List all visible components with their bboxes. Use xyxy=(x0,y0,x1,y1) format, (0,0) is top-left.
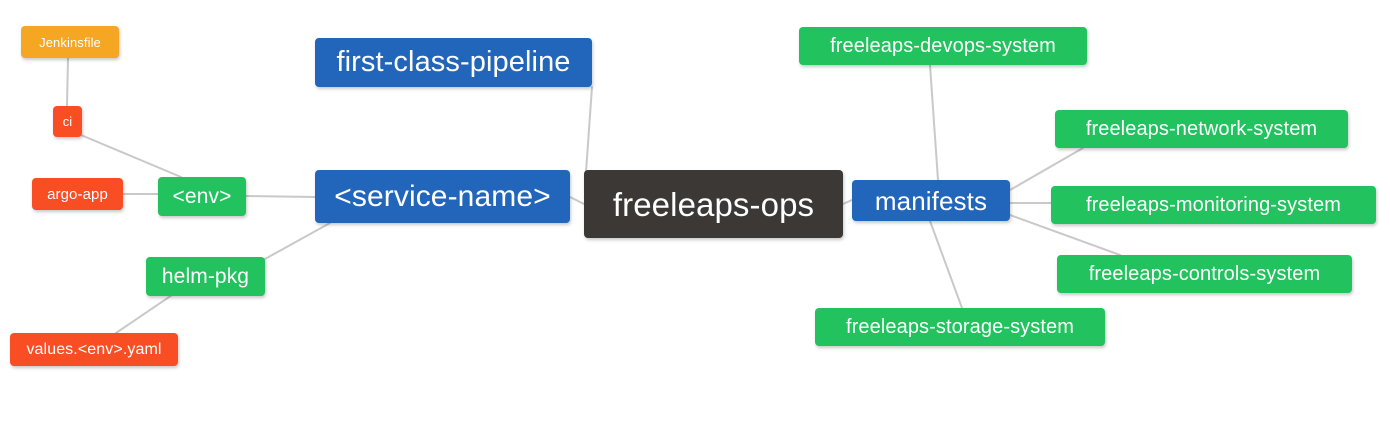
edge-env-to-ci xyxy=(80,134,182,178)
node-network-system[interactable]: freeleaps-network-system xyxy=(1055,110,1348,148)
node-ci[interactable]: ci xyxy=(53,106,82,137)
node-label: <env> xyxy=(172,185,232,208)
node-label: first-class-pipeline xyxy=(336,46,571,78)
node-label: <service-name> xyxy=(334,179,551,213)
edge-service-name-to-env xyxy=(245,195,316,198)
node-controls-system[interactable]: freeleaps-controls-system xyxy=(1057,255,1352,293)
node-label: argo-app xyxy=(47,185,108,203)
node-label: freeleaps-ops xyxy=(612,185,815,223)
node-label: freeleaps-monitoring-system xyxy=(1085,194,1341,216)
node-label: freeleaps-controls-system xyxy=(1088,263,1321,285)
node-service-name[interactable]: <service-name> xyxy=(315,170,570,223)
node-label: freeleaps-devops-system xyxy=(830,35,1056,57)
node-label: ci xyxy=(62,114,73,129)
edge-freeleaps-ops-to-first-class-pipeline xyxy=(585,86,593,173)
node-label: freeleaps-storage-system xyxy=(845,316,1075,338)
node-label: freeleaps-network-system xyxy=(1085,118,1318,140)
node-manifests[interactable]: manifests xyxy=(852,180,1010,221)
node-jenkinsfile[interactable]: Jenkinsfile xyxy=(21,26,119,58)
node-values-yaml[interactable]: values.<env>.yaml xyxy=(10,333,178,366)
node-freeleaps-ops[interactable]: freeleaps-ops xyxy=(584,170,843,238)
node-monitoring-system[interactable]: freeleaps-monitoring-system xyxy=(1051,186,1376,224)
edge-freeleaps-ops-to-service-name xyxy=(569,196,585,205)
node-env[interactable]: <env> xyxy=(158,177,246,216)
edge-helm-pkg-to-values-yaml xyxy=(115,294,173,334)
node-first-class-pipeline[interactable]: first-class-pipeline xyxy=(315,38,592,87)
node-devops-system[interactable]: freeleaps-devops-system xyxy=(799,27,1087,65)
node-storage-system[interactable]: freeleaps-storage-system xyxy=(815,308,1105,346)
node-label: values.<env>.yaml xyxy=(26,340,162,358)
edge-manifests-to-storage-system xyxy=(929,220,963,309)
node-label: helm-pkg xyxy=(161,265,250,288)
node-helm-pkg[interactable]: helm-pkg xyxy=(146,257,265,296)
node-argo-app[interactable]: argo-app xyxy=(32,178,123,210)
edge-manifests-to-network-system xyxy=(1009,147,1084,191)
edge-freeleaps-ops-to-manifests xyxy=(842,199,853,205)
node-label: Jenkinsfile xyxy=(39,34,101,50)
edge-manifests-to-controls-system xyxy=(1009,214,1121,256)
edge-service-name-to-helm-pkg xyxy=(264,222,331,260)
node-label: manifests xyxy=(874,185,988,216)
edge-manifests-to-devops-system xyxy=(929,64,939,181)
edge-ci-to-jenkinsfile xyxy=(66,57,69,107)
